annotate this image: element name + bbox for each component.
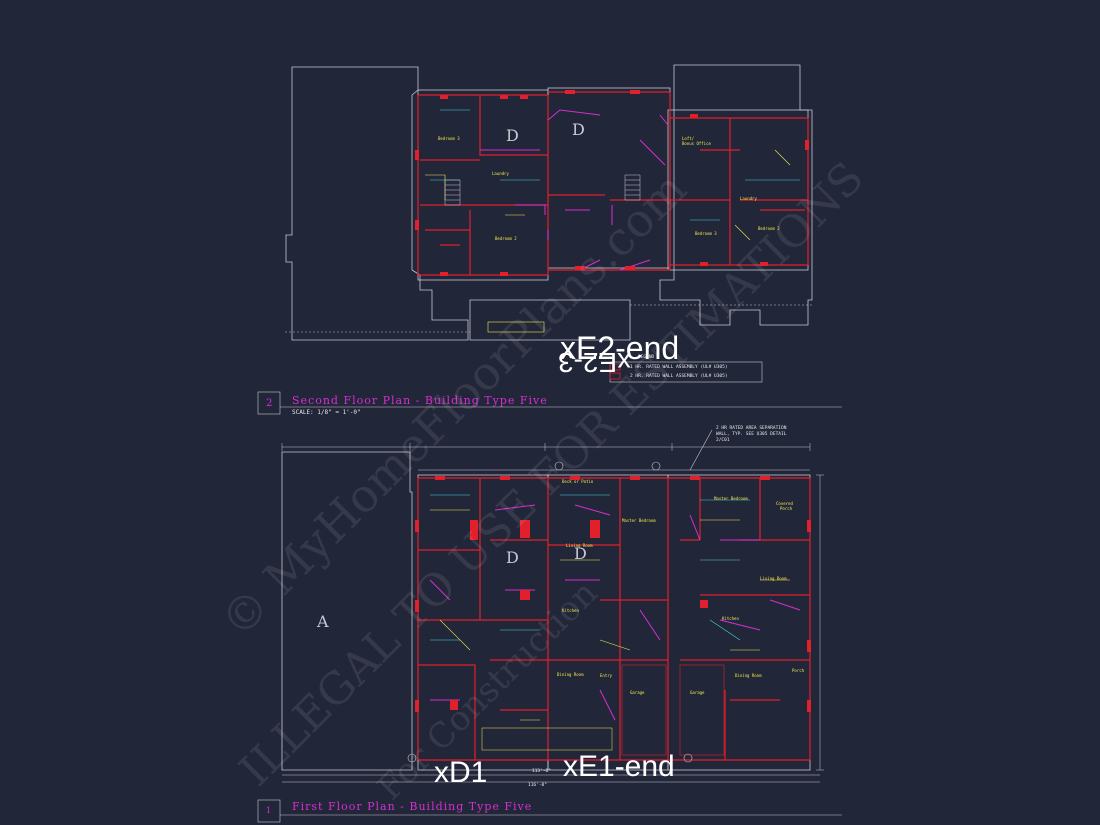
second-floor-dashed-line — [285, 304, 812, 333]
second-floor-ghost-outline-left — [285, 66, 469, 341]
svg-text:Deck or Patio: Deck or Patio — [562, 479, 594, 484]
area-text-box — [481, 727, 613, 751]
svg-text:Dining Room: Dining Room — [735, 673, 762, 678]
second-floor-plan-title: Second Floor Plan - Building Type Five — [292, 394, 548, 407]
second-floor-yellow-details — [425, 149, 791, 241]
second-floor-plan-number: 2 — [266, 398, 273, 409]
first-floor-room-texts: Master Bedroom Covered Porch Deck or Pat… — [557, 479, 805, 695]
svg-text:Kitchen: Kitchen — [722, 616, 739, 621]
unit-right-first-floor — [667, 474, 811, 771]
first-floor-red-markers — [415, 476, 811, 712]
first-floor-unit-label-d1: D — [506, 548, 519, 567]
first-floor-plan-title: First Floor Plan - Building Type Five — [292, 800, 533, 813]
first-floor-overall-dimension: 116'-0" — [528, 783, 547, 788]
legend-item-1: 1 HR. RATED WALL ASSEMBLY (UL# U305) — [630, 365, 728, 370]
first-floor-plan-number: 1 — [266, 806, 272, 815]
legend-box — [609, 361, 763, 383]
second-floor-unit-label-1: D — [506, 126, 519, 145]
svg-text:Master Bedroom: Master Bedroom — [622, 518, 656, 523]
first-floor-magenta-walls — [429, 504, 801, 721]
second-floor-bottom-outline — [469, 299, 631, 341]
svg-text:Bedroom 3: Bedroom 3 — [438, 136, 460, 141]
second-floor-red-markers — [415, 90, 809, 276]
svg-text:Loft/: Loft/ — [682, 136, 695, 141]
svg-text:Covered: Covered — [776, 501, 793, 506]
xe2-end-label: xE2-end — [560, 330, 680, 366]
first-floor-column-markers — [407, 461, 693, 763]
second-floor-room-texts: Bedroom 3 Bedroom 2 Loft/ Bonus Office B… — [438, 136, 780, 241]
first-floor-plan: Master Bedroom Covered Porch Deck or Pat… — [281, 429, 824, 783]
first-floor-cyan-details — [430, 494, 750, 641]
svg-text:Bedroom 2: Bedroom 2 — [495, 236, 517, 241]
second-floor-note-box — [487, 321, 545, 333]
first-floor-segment-dimension: 113'-0" — [532, 769, 551, 774]
second-floor-plan: Bedroom 3 Bedroom 2 Loft/ Bonus Office B… — [285, 64, 813, 341]
svg-text:Bedroom 2: Bedroom 2 — [758, 226, 780, 231]
second-floor-stairs — [444, 174, 641, 206]
legend-item-2: 2 HR. RATED WALL ASSEMBLY (UL# U305) — [630, 374, 728, 379]
unit-d-left-outline — [417, 89, 549, 281]
svg-text:Laundry: Laundry — [492, 171, 509, 176]
svg-text:Bonus Office: Bonus Office — [682, 141, 711, 146]
garage-left — [621, 664, 667, 756]
svg-text:Entry: Entry — [600, 673, 613, 678]
xd1-label: xD1 — [434, 756, 488, 789]
first-floor-unit-label-a: A — [317, 612, 329, 631]
svg-text:Porch: Porch — [792, 668, 805, 673]
annotation-leader — [689, 429, 713, 471]
first-floor-ghost-outline-a — [281, 451, 413, 771]
xe1-end-label: xE1-end — [563, 750, 675, 783]
legend-header: LEGEND — [638, 355, 655, 360]
first-floor-dimension-lines — [281, 443, 824, 783]
svg-text:Living Room: Living Room — [566, 543, 593, 548]
svg-text:Kitchen: Kitchen — [562, 608, 579, 613]
first-floor-yellow-details — [430, 509, 790, 721]
first-floor-red-walls — [417, 477, 811, 761]
second-floor-unit-label-2: D — [572, 120, 585, 139]
second-floor-plan-scale: SCALE: 1/8" = 1'-0" — [292, 409, 361, 416]
svg-text:Garage: Garage — [630, 690, 645, 695]
svg-text:Garage: Garage — [690, 690, 705, 695]
svg-text:Laundry: Laundry — [740, 196, 757, 201]
first-floor-unit-label-d2: D — [574, 544, 587, 563]
first-floor-title-block — [257, 799, 842, 823]
svg-text:Porch: Porch — [780, 506, 793, 511]
garage-right — [679, 664, 725, 756]
svg-text:Living Room: Living Room — [760, 576, 787, 581]
svg-text:Bedroom 3: Bedroom 3 — [695, 231, 717, 236]
svg-text:Master Bedroom: Master Bedroom — [714, 496, 748, 501]
svg-text:Dining Room: Dining Room — [557, 672, 584, 677]
first-floor-annotation: 2 HR RATED AREA SEPARATION WALL, TYP. SE… — [716, 426, 787, 443]
second-floor-title-block — [257, 391, 842, 415]
second-floor-red-walls — [417, 91, 809, 276]
